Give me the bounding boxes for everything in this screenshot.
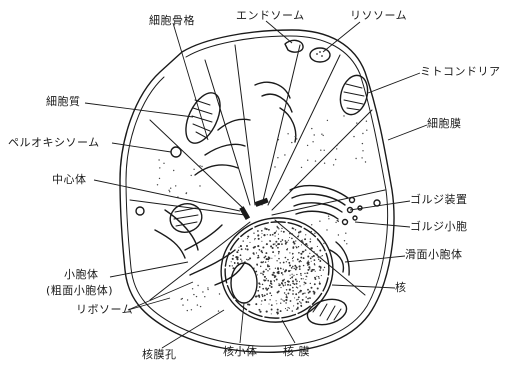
label-ribosome: リボソーム — [76, 303, 133, 316]
label-cytoskeleton: 細胞骨格 — [149, 14, 195, 27]
mitochondrion-left-top — [179, 88, 227, 149]
label-cytoplasm: 細胞質 — [46, 95, 81, 108]
label-golgi-vesicle: ゴルジ小胞 — [410, 220, 468, 233]
label-lysosome: リソソーム — [350, 9, 407, 22]
label-centrosome: 中心体 — [52, 173, 87, 186]
nucleolus-shape — [231, 263, 257, 303]
label-vesicle: 小胞体 — [64, 268, 99, 281]
peroxisome-shape — [171, 147, 181, 157]
label-cell-membrane: 細胞膜 — [427, 117, 462, 130]
label-endosome: エンドソーム — [236, 9, 305, 22]
label-rough-er: (粗面小胞体) — [46, 284, 113, 297]
label-mitochondria: ミトコンドリア — [420, 65, 501, 78]
golgi-apparatus-shape — [290, 186, 362, 225]
label-nucleus: 核 — [395, 281, 407, 294]
label-golgi-apparatus: ゴルジ装置 — [410, 193, 468, 206]
label-nuclear-membrane: 核 膜 — [283, 345, 310, 358]
label-nucleolus: 核小体 — [223, 345, 258, 358]
centrosome-shape — [239, 198, 268, 220]
label-nuclear-pore: 核膜孔 — [142, 348, 177, 361]
endosome-shape — [285, 40, 303, 52]
lysosome-shape — [310, 48, 330, 62]
rough-er — [155, 82, 296, 285]
label-smooth-vesicle: 滑面小胞体 — [405, 248, 463, 261]
mitochondrion-bottom-right — [305, 295, 350, 329]
leader-lines — [85, 21, 427, 348]
mitochondrion-left-mid — [166, 199, 206, 236]
label-peroxisome: ペルオキシソーム — [8, 136, 100, 149]
